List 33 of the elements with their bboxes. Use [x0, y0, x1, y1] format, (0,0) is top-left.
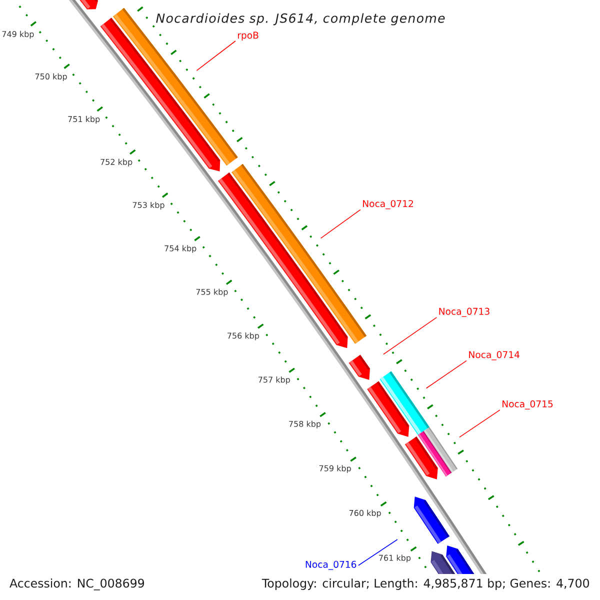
- gene-block: [80, 0, 98, 10]
- gene-label: Noca_0714: [469, 351, 520, 360]
- gene-label: Noca_0712: [363, 200, 413, 210]
- gene-block: [446, 546, 474, 574]
- tick-label: 759 kbp: [319, 465, 351, 473]
- gene-block: [348, 354, 370, 380]
- summary-text: Topology: circular; Length: 4,985,871 bp; Genes: 4,700: [262, 578, 590, 590]
- tick-label: 752 kbp: [100, 158, 132, 166]
- gene-bar: [380, 371, 430, 435]
- gene-block: [414, 496, 450, 544]
- gene-bar: [418, 427, 458, 477]
- accession-text: Accession: NC_008699: [10, 578, 144, 590]
- leader-line: [320, 209, 361, 239]
- tick-label: 755 kbp: [196, 288, 228, 296]
- tick-label: 751 kbp: [68, 116, 100, 124]
- map-title: Nocardioides sp. JS614, complete genome: [156, 13, 445, 26]
- leader-line: [459, 410, 500, 438]
- gene-label: Noca_0716: [306, 560, 356, 570]
- leader-line: [426, 360, 467, 389]
- gene-label: rpoB: [238, 32, 258, 40]
- tick-label: 756 kbp: [228, 332, 260, 340]
- tick-label: 758 kbp: [289, 420, 321, 428]
- leader-line: [358, 539, 398, 566]
- leader-line: [383, 317, 438, 355]
- tick-label: 757 kbp: [258, 376, 290, 384]
- tick-label: 753 kbp: [132, 202, 164, 210]
- tick-label: 761 kbp: [379, 554, 411, 562]
- tick-label: 760 kbp: [349, 510, 381, 518]
- tick-label: 749 kbp: [2, 30, 34, 39]
- gene-label: Noca_0715: [502, 400, 553, 410]
- gene-label: Noca_0713: [439, 308, 490, 317]
- tick-label: 750 kbp: [35, 73, 67, 82]
- tick-label: 754 kbp: [164, 245, 196, 253]
